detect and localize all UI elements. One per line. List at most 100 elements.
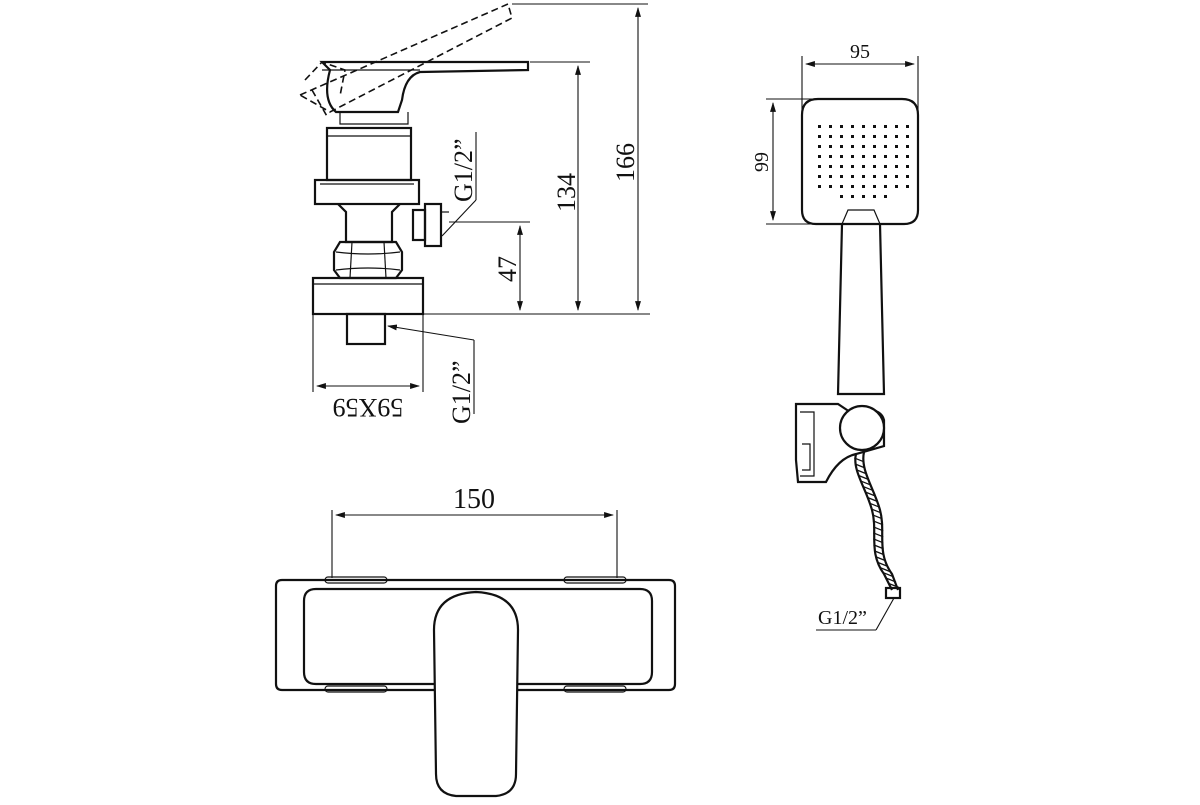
nozzle: [818, 165, 821, 168]
nozzle: [862, 155, 865, 158]
nozzle: [873, 175, 876, 178]
lever-handle: [319, 60, 530, 125]
hose-rib: [872, 526, 884, 532]
nozzle: [884, 185, 887, 188]
nozzle: [906, 135, 909, 138]
hand-shower: 95 99: [751, 41, 920, 631]
inlet-thread-label: G1/2”: [447, 360, 476, 424]
hose-rib: [872, 514, 883, 520]
nozzle: [840, 155, 843, 158]
nozzle: [840, 135, 843, 138]
width-dimension: [331, 510, 618, 578]
nozzle-grid: [818, 125, 909, 198]
nozzle: [851, 145, 854, 148]
side-view: 47 134 166 G1/2” G1/2” 59X59: [298, 2, 650, 424]
nozzle: [895, 135, 898, 138]
inlet-thread-leader: [387, 324, 475, 414]
inlet-pipe: [345, 312, 387, 346]
nozzle: [840, 185, 843, 188]
nozzle: [851, 195, 854, 198]
nozzle: [840, 195, 843, 198]
dim-total-height-label: 166: [611, 143, 640, 182]
nozzle: [862, 165, 865, 168]
nozzle: [895, 165, 898, 168]
body-neck: [337, 203, 401, 244]
hose-rib: [875, 556, 886, 562]
hose-rib: [885, 577, 897, 583]
outlet-thread-leader: [441, 132, 477, 237]
hose-rib: [872, 520, 884, 526]
nozzle: [851, 185, 854, 188]
hose-thread-leader: [816, 597, 895, 631]
hose-rib: [869, 502, 880, 508]
hose-rib: [858, 474, 869, 480]
nozzle: [873, 135, 876, 138]
nozzle: [895, 185, 898, 188]
nozzle: [906, 175, 909, 178]
nozzle: [840, 165, 843, 168]
nozzle: [862, 135, 865, 138]
hose-rib: [862, 485, 874, 492]
nozzle: [851, 135, 854, 138]
outlet-connector: [411, 202, 449, 248]
hose-rib: [856, 469, 867, 475]
body-collar: [313, 178, 421, 206]
nozzle: [884, 175, 887, 178]
nozzle: [862, 145, 865, 148]
nozzle: [884, 145, 887, 148]
hose-rib: [860, 480, 871, 486]
hose-rib: [873, 550, 885, 556]
hose-rib: [879, 567, 891, 573]
nozzle: [818, 145, 821, 148]
shower-head: [800, 97, 920, 226]
lever-raised-outline: [298, 2, 513, 119]
nozzle: [818, 135, 821, 138]
nozzle: [840, 145, 843, 148]
nozzle: [840, 125, 843, 128]
front-view: 150: [274, 484, 677, 798]
nozzle: [873, 155, 876, 158]
nozzle: [829, 165, 832, 168]
dim-width-label: 150: [453, 484, 495, 515]
shower-holder: [794, 402, 886, 484]
hose-rib: [865, 491, 876, 497]
nozzle: [851, 175, 854, 178]
nozzle: [818, 175, 821, 178]
dimension-lines-height: [418, 3, 650, 315]
wall-flange: [311, 276, 425, 316]
nozzle: [906, 125, 909, 128]
nozzle: [884, 125, 887, 128]
nozzle: [862, 125, 865, 128]
nozzle: [818, 125, 821, 128]
hose-thread-label: G1/2”: [818, 607, 867, 629]
hose-rib: [873, 544, 884, 550]
dim-head-height-label: 99: [751, 152, 773, 172]
nozzle: [840, 175, 843, 178]
nozzle: [895, 125, 898, 128]
nozzle: [818, 155, 821, 158]
hose-rib: [854, 463, 866, 469]
hose-rib: [854, 457, 865, 463]
shower-handle: [836, 223, 886, 396]
head-width-dimension: [801, 56, 919, 110]
nozzle: [851, 165, 854, 168]
nozzle: [829, 185, 832, 188]
hose-rib: [872, 532, 884, 538]
nozzle: [829, 155, 832, 158]
nozzle: [906, 155, 909, 158]
hex-nut: [332, 240, 404, 280]
nozzle: [884, 195, 887, 198]
outlet-thread-label: G1/2”: [449, 138, 478, 202]
hose-rib: [871, 508, 882, 514]
nozzle: [862, 175, 865, 178]
nozzle: [873, 125, 876, 128]
nozzle: [829, 175, 832, 178]
nozzle: [906, 185, 909, 188]
nozzle: [829, 135, 832, 138]
nozzle: [895, 175, 898, 178]
nozzle: [829, 125, 832, 128]
nozzle: [829, 145, 832, 148]
nozzle: [873, 165, 876, 168]
